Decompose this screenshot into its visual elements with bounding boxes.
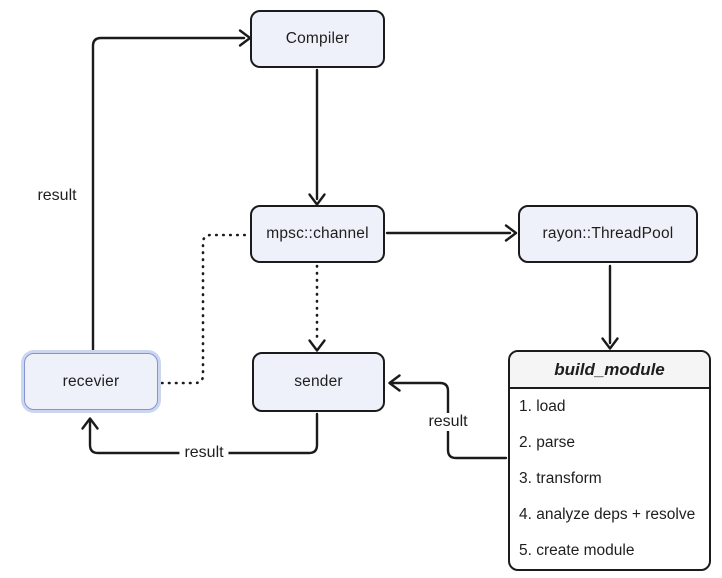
edge-label-result-left: result [32, 187, 82, 205]
node-build-module[interactable]: build_module 1. load 2. parse 3. transfo… [508, 350, 711, 571]
edge-line [91, 36, 246, 354]
node-mpsc-channel-label: mpsc::channel [266, 225, 369, 242]
arrowhead-down-icon [308, 339, 326, 352]
node-compiler[interactable]: Compiler [250, 10, 385, 68]
arrowhead-right-icon [504, 224, 518, 242]
edge-line [160, 233, 250, 385]
build-step: 4. analyze deps + resolve [519, 506, 696, 523]
build-step: 5. create module [519, 542, 635, 559]
node-mpsc-channel[interactable]: mpsc::channel [250, 205, 385, 263]
build-step: 3. transform [519, 470, 602, 487]
node-compiler-label: Compiler [285, 30, 350, 47]
node-rayon-threadpool-label: rayon::ThreadPool [542, 225, 674, 242]
arrowhead-up-icon [81, 417, 99, 430]
build-step: 2. parse [519, 434, 576, 451]
edge-compiler-to-mpsc-channel[interactable] [308, 68, 326, 206]
node-rayon-threadpool[interactable]: rayon::ThreadPool [518, 205, 698, 263]
edge-mpsc-channel-to-sender-dotted[interactable] [308, 264, 326, 352]
edge-recevier-to-mpsc-channel-dotted[interactable] [160, 233, 250, 385]
edge-label-result-right: result [423, 413, 473, 431]
edge-mpsc-channel-to-rayon[interactable] [385, 224, 518, 242]
build-module-title: build_module [554, 359, 665, 379]
edge-rayon-to-build-module[interactable] [601, 264, 619, 350]
node-recevier-selected[interactable]: recevier [24, 353, 158, 410]
arrowhead-down-icon [601, 337, 619, 350]
edge-recevier-to-compiler[interactable] [91, 29, 252, 354]
build-module-steps: 1. load 2. parse 3. transform 4. analyze… [510, 389, 709, 569]
build-module-header: build_module [510, 352, 709, 389]
node-sender-label: sender [294, 373, 343, 390]
build-step: 1. load [519, 398, 566, 415]
edge-label-result-bottom: result [179, 444, 229, 462]
arrowhead-down-icon [308, 193, 326, 206]
node-recevier-label: recevier [62, 372, 120, 390]
node-sender[interactable]: sender [252, 352, 385, 412]
arrowhead-left-icon [388, 374, 401, 392]
